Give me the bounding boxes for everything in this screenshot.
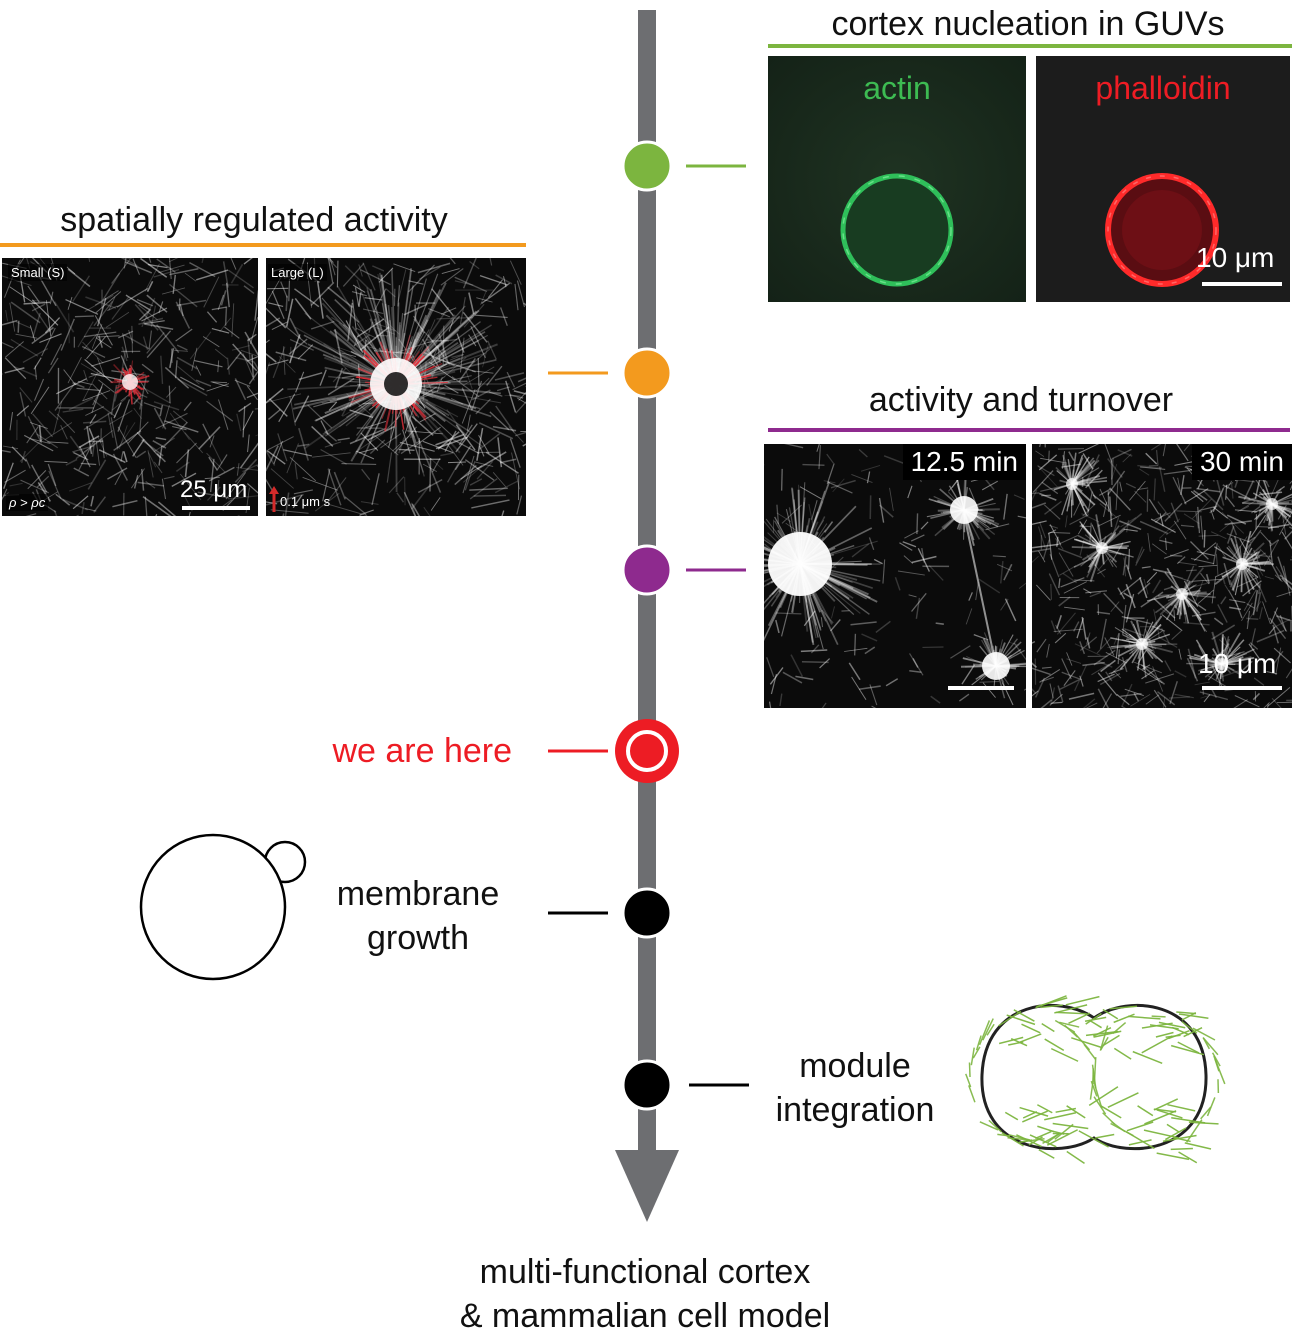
milestone-module-label: module integration [760, 1044, 950, 1132]
milestone-here-dot[interactable] [626, 730, 668, 772]
turnover-late-scale-bar [1202, 686, 1282, 690]
spatial-panel-rule [0, 243, 526, 247]
milestone-spatial-dot[interactable] [621, 347, 673, 399]
spatial-large-label: Large (L) [268, 264, 327, 281]
turnover-early-image: 12.5 min [764, 444, 1026, 708]
guv-phalloidin-image: phalloidin 10 μm [1036, 56, 1290, 302]
milestone-here-label: we are here [332, 732, 512, 770]
guv-panel-rule [768, 44, 1292, 48]
spatial-density-label: ρ > ρc [6, 494, 49, 511]
milestone-membrane-label: membrane growth [316, 872, 520, 960]
milestone-turnover-dot[interactable] [621, 544, 673, 596]
membrane-label-line-2: growth [366, 919, 470, 957]
turnover-panel-title: activity and turnover [868, 381, 1174, 419]
milestone-module-dot[interactable] [621, 1059, 673, 1111]
membrane-label-line-1: membrane [336, 875, 500, 913]
spatial-scale-label: 25 μm [180, 476, 248, 503]
dividing-cell-icon [965, 995, 1226, 1164]
guv-phalloidin-label: phalloidin [1095, 70, 1231, 106]
turnover-late-time: 30 min [1191, 444, 1292, 480]
module-label-line-1: module [799, 1047, 911, 1085]
spatial-large-image: Large (L) 0.1 μm s [266, 258, 526, 516]
spatial-small-label: Small (S) [8, 264, 68, 281]
timeline-arrowhead [615, 1150, 679, 1222]
turnover-early-scale-bar [948, 686, 1014, 690]
milestone-membrane-dot[interactable] [621, 887, 673, 939]
spatial-small-image: Small (S) ρ > ρc 25 μm [2, 258, 258, 516]
guv-actin-image: actin [768, 56, 1026, 302]
spatial-panel-title: spatially regulated activity [60, 201, 448, 239]
spatial-scale-bar [182, 506, 250, 510]
turnover-early-time: 12.5 min [902, 444, 1026, 480]
milestone-guv-dot[interactable] [621, 140, 673, 192]
timeline-end-label: multi-functional cortex & mammalian cell… [400, 1250, 890, 1338]
spatial-arrow-label: 0.1 μm s [280, 494, 331, 509]
guv-scale-label: 10 μm [1196, 242, 1275, 273]
velocity-arrow-icon [269, 486, 279, 512]
turnover-panel-rule [768, 428, 1290, 432]
end-label-line-1: multi-functional cortex [479, 1253, 811, 1291]
budding-vesicle-icon [139, 833, 307, 981]
turnover-scale-label: 10 μm [1198, 648, 1277, 679]
guv-scale-bar [1202, 282, 1282, 286]
end-label-line-2: & mammalian cell model [459, 1297, 831, 1335]
module-label-line-2: integration [775, 1091, 935, 1129]
guv-panel-title: cortex nucleation in GUVs [831, 5, 1225, 43]
guv-actin-label: actin [863, 70, 931, 106]
turnover-late-image: 30 min 10 μm [1032, 444, 1292, 708]
